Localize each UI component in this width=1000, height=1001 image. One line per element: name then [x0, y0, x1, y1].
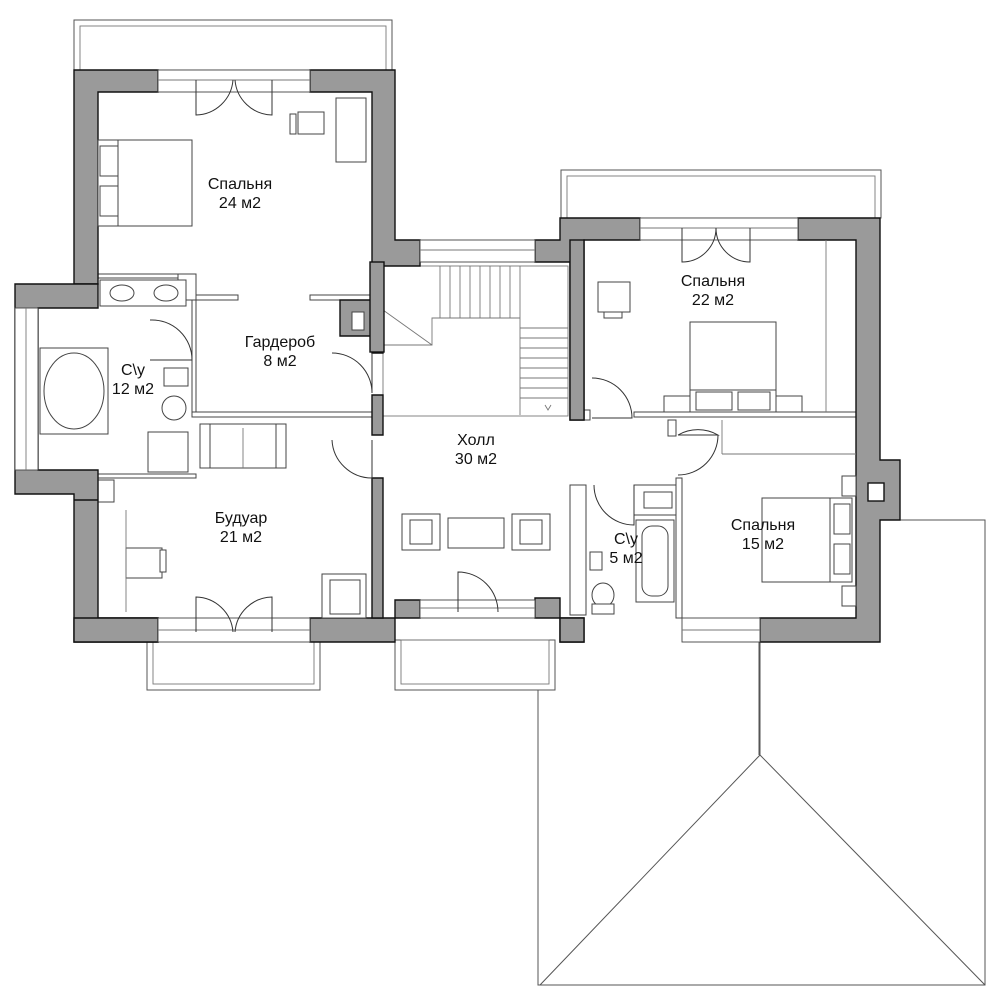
toilet-5: [589, 551, 615, 615]
armchair-boudoir: [321, 573, 367, 619]
bed-15: [761, 475, 857, 607]
room-name: Спальня: [731, 517, 795, 534]
room-name: Холл: [457, 432, 495, 449]
room-area: 21 м2: [220, 529, 262, 546]
bed-24: [97, 139, 193, 227]
bed-22: [663, 321, 803, 413]
desk-24: [289, 97, 367, 163]
sinks: [99, 279, 187, 307]
room-label-bedroom-15: Спальня 15 м2: [731, 517, 795, 553]
balcony-bottom-center: [394, 639, 556, 691]
room-labels: Спальня 24 м2 Гардероб 8 м2 С\у 12 м2 Бу…: [112, 176, 795, 567]
room-name: С\у: [121, 362, 145, 379]
room-name: Гардероб: [245, 334, 315, 351]
hall-sofa-set: [401, 513, 551, 551]
bathtub-5: [635, 519, 675, 603]
room-label-bedroom-22: Спальня 22 м2: [681, 273, 745, 309]
room-name: Спальня: [208, 176, 272, 193]
room-area: 8 м2: [263, 353, 296, 370]
doors: [149, 79, 751, 633]
balcony-top-right: [560, 169, 882, 219]
furniture: [39, 97, 857, 619]
sofa-boudoir: [199, 423, 287, 469]
room-label-hall: Холл 30 м2: [455, 432, 497, 468]
room-label-boudoir: Будуар 21 м2: [215, 510, 268, 546]
room-name: Спальня: [681, 273, 745, 290]
room-label-wardrobe: Гардероб 8 м2: [245, 334, 315, 370]
desk-22: [597, 281, 631, 319]
room-area: 5 м2: [609, 550, 642, 567]
room-area: 24 м2: [219, 195, 261, 212]
room-label-bathroom-12: С\у 12 м2: [112, 362, 154, 398]
room-label-bathroom-5: С\у 5 м2: [609, 531, 642, 567]
balcony-top-left: [73, 19, 393, 71]
room-name: С\у: [614, 531, 638, 548]
room-area: 22 м2: [692, 292, 734, 309]
room-area: 15 м2: [742, 536, 784, 553]
room-area: 12 м2: [112, 381, 154, 398]
balcony-bottom-left: [146, 639, 321, 691]
room-label-bedroom-24: Спальня 24 м2: [208, 176, 272, 212]
desk-boudoir: [125, 547, 167, 579]
roof-outline: [537, 519, 986, 986]
bathtub-12: [39, 347, 109, 435]
room-name: Будуар: [215, 510, 268, 527]
toilet-12: [161, 367, 189, 421]
staircase: [382, 265, 569, 417]
room-area: 30 м2: [455, 451, 497, 468]
shower-12: [147, 431, 189, 473]
